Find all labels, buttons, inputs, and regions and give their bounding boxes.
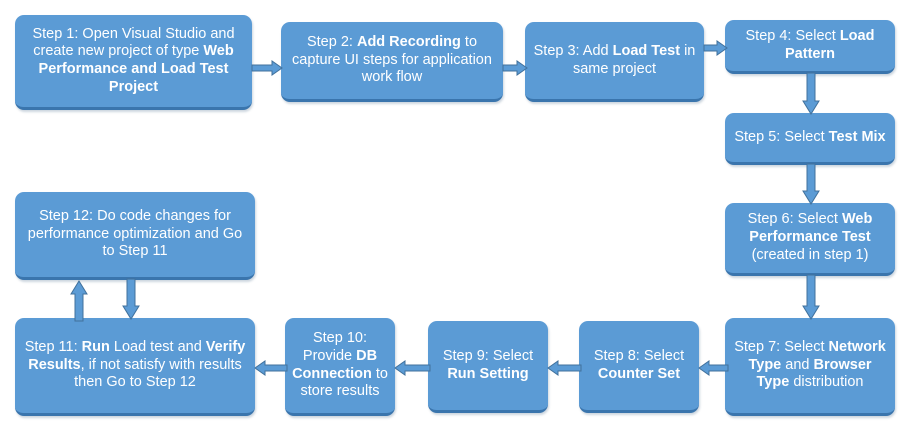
connector-step-10-to-step-11 xyxy=(254,358,288,378)
node-step-9-label: Step 9: Select Run Setting xyxy=(442,347,534,382)
node-step-8-label: Step 8: Select Counter Set xyxy=(593,347,685,382)
node-step-3-label: Step 3: Add Load Test in same project xyxy=(533,42,696,77)
node-step-11[interactable]: Step 11: Run Load test and Verify Result… xyxy=(15,318,255,416)
node-step-12-label: Step 12: Do code changes for performance… xyxy=(27,207,243,260)
node-step-1[interactable]: Step 1: Open Visual Studio and create ne… xyxy=(15,15,252,110)
node-step-12[interactable]: Step 12: Do code changes for performance… xyxy=(15,192,255,280)
node-step-6-label: Step 6: Select Web Performance Test (cre… xyxy=(747,211,873,263)
connector-step-5-to-step-6 xyxy=(800,163,822,206)
connector-step-8-to-step-9 xyxy=(547,358,582,378)
node-step-6[interactable]: Step 6: Select Web Performance Test (cre… xyxy=(725,203,895,276)
node-step-2[interactable]: Step 2: Add Recording to capture UI step… xyxy=(281,22,503,102)
connector-step-6-to-step-7 xyxy=(800,274,822,321)
node-step-7-label: Step 7: Select Network Type and Browser … xyxy=(734,338,886,391)
connector-step-7-to-step-8 xyxy=(698,358,729,378)
connector-step-1-to-step-2 xyxy=(251,58,284,78)
node-step-11-label: Step 11: Run Load test and Verify Result… xyxy=(24,338,246,391)
node-step-7[interactable]: Step 7: Select Network Type and Browser … xyxy=(725,318,895,416)
node-step-1-label: Step 1: Open Visual Studio and create ne… xyxy=(32,25,235,95)
node-step-8[interactable]: Step 8: Select Counter Set xyxy=(579,321,699,413)
node-step-3[interactable]: Step 3: Add Load Test in same project xyxy=(525,22,704,102)
node-step-9[interactable]: Step 9: Select Run Setting xyxy=(428,321,548,413)
node-step-4[interactable]: Step 4: Select Load Pattern xyxy=(725,20,895,74)
connector-step-4-to-step-5 xyxy=(800,72,822,116)
node-step-4-label: Step 4: Select Load Pattern xyxy=(745,27,875,62)
node-step-5[interactable]: Step 5: Select Test Mix xyxy=(725,113,895,165)
node-step-10[interactable]: Step 10: Provide DB Connection to store … xyxy=(285,318,395,416)
node-step-2-label: Step 2: Add Recording to capture UI step… xyxy=(292,33,492,86)
connector-step-9-to-step-10 xyxy=(394,358,431,378)
node-step-10-label: Step 10: Provide DB Connection to store … xyxy=(292,330,388,400)
connector-step-12-to-step-11 xyxy=(120,278,142,321)
connector-step-11-to-step-12 xyxy=(68,280,90,322)
node-step-5-label: Step 5: Select Test Mix xyxy=(734,128,886,145)
